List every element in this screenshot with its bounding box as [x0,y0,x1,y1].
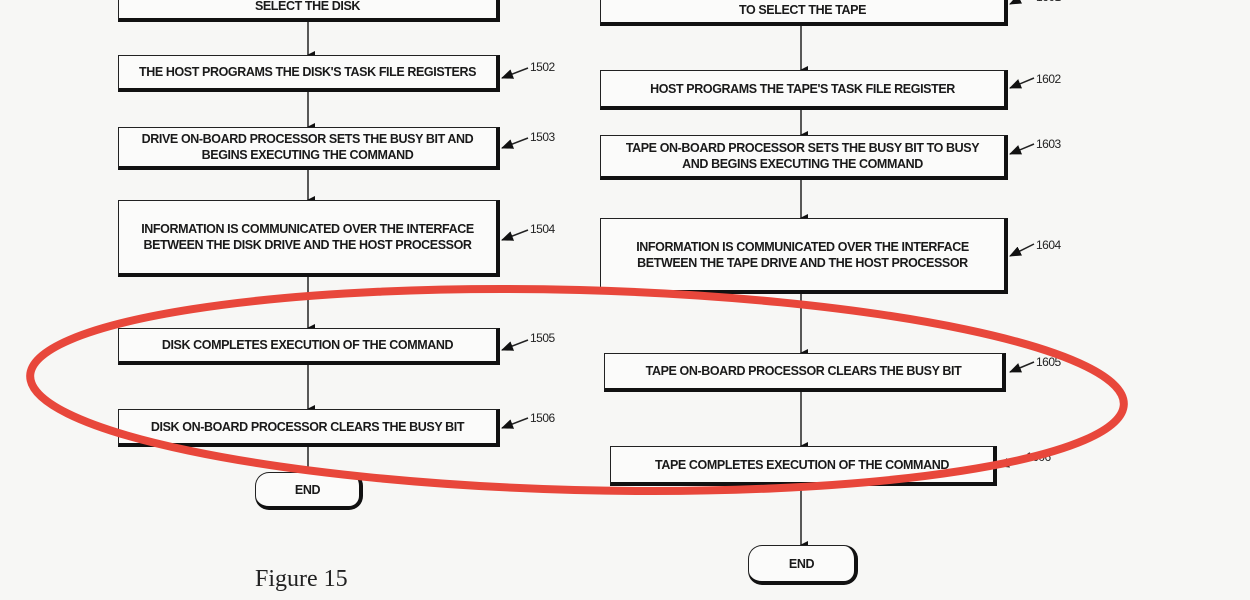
end-text: END [788,556,815,571]
step-1602-box: HOST PROGRAMS THE TAPE'S TASK FILE REGIS… [600,70,1008,110]
step-1604-box: INFORMATION IS COMMUNICATED OVER THE INT… [600,218,1008,294]
ref-label: 1605 [1036,355,1061,369]
step-text: DRIVE ON-BOARD PROCESSOR SETS THE BUSY B… [141,132,474,162]
ref-label: 1502 [530,60,555,74]
step-1504-box: INFORMATION IS COMMUNICATED OVER THE INT… [118,200,500,277]
step-text: TAPE ON-BOARD PROCESSOR SETS THE BUSY BI… [625,141,980,171]
step-text: DISK COMPLETES EXECUTION OF THE COMMAND [161,338,454,352]
right-end-terminal: END [748,545,858,585]
step-1505-box: DISK COMPLETES EXECUTION OF THE COMMAND [118,328,500,365]
step-1503-box: DRIVE ON-BOARD PROCESSOR SETS THE BUSY B… [118,127,500,170]
ref-label: 1604 [1036,238,1061,252]
ref-label: 1603 [1036,137,1061,151]
ref-label: 1602 [1036,72,1061,86]
end-text: END [294,482,321,497]
ref-label: 1506 [530,411,555,425]
step-1601-box: HOST PROCESSOR SETS THE DRIVE SELECT BIT… [600,0,1008,26]
step-text: DISK ON-BOARD PROCESSOR CLEARS THE BUSY … [150,419,465,434]
step-text: TAPE COMPLETES EXECUTION OF THE COMMAND [655,457,949,472]
step-text: SELECT THE DISK [254,0,361,13]
ref-label: 1505 [530,331,555,345]
step-text: HOST PROGRAMS THE TAPE'S TASK FILE REGIS… [650,81,955,96]
step-text: TAPE ON-BOARD PROCESSOR CLEARS THE BUSY … [645,364,962,378]
step-1506-box: DISK ON-BOARD PROCESSOR CLEARS THE BUSY … [118,409,500,447]
ref-label: 1504 [530,222,555,236]
step-text: THE HOST PROGRAMS THE DISK'S TASK FILE R… [138,65,477,79]
step-text: HOST PROCESSOR SETS THE DRIVE SELECT BIT… [660,0,945,17]
step-text: INFORMATION IS COMMUNICATED OVER THE INT… [636,239,969,270]
step-1603-box: TAPE ON-BOARD PROCESSOR SETS THE BUSY BI… [600,135,1008,180]
figure-caption: Figure 15 [255,566,348,592]
step-1605-box: TAPE ON-BOARD PROCESSOR CLEARS THE BUSY … [604,353,1006,392]
step-1501-box: SELECT THE DISK [118,0,500,22]
ref-label: 1503 [530,130,555,144]
ref-label: 1601 [1036,0,1061,4]
step-1502-box: THE HOST PROGRAMS THE DISK'S TASK FILE R… [118,55,500,92]
step-text: INFORMATION IS COMMUNICATED OVER THE INT… [141,222,474,252]
